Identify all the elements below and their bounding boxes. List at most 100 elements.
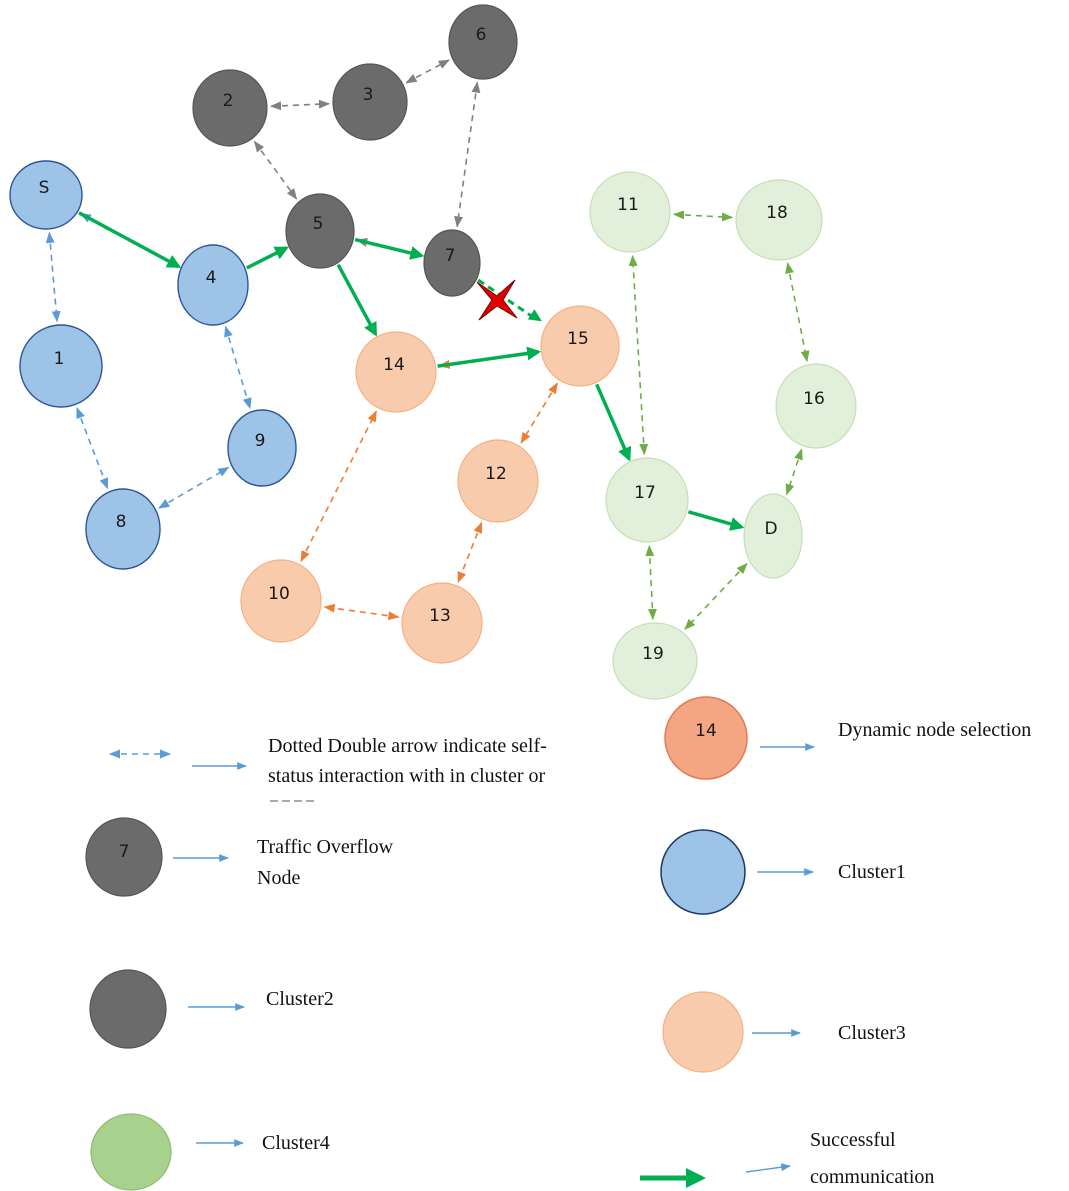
legend-success-text-line1: Successful	[810, 1129, 896, 1151]
legend: Dotted Double arrow indicate self- statu…	[85, 696, 1031, 1191]
node-D-label: D	[764, 519, 777, 539]
success-link-17-D	[687, 510, 745, 531]
legend-cluster4-text: Cluster4	[262, 1132, 330, 1154]
legend-dynamic-text: Dynamic node selection	[838, 719, 1031, 741]
legend-overflow-node-number: 7	[119, 842, 130, 862]
dotted-link-16-D	[785, 448, 803, 496]
legend-successful-communication: Successful communication	[640, 1129, 934, 1188]
legend-cluster3: Cluster3	[662, 991, 906, 1073]
node-9-circle	[227, 409, 297, 487]
node-2: 2	[192, 69, 268, 147]
node-11: 11	[589, 171, 671, 253]
node-4: 4	[177, 244, 249, 326]
node-2-label: 2	[223, 91, 234, 111]
dotted-link-11-18	[672, 210, 734, 222]
node-1-label: 1	[54, 349, 65, 369]
legend-cluster3-text: Cluster3	[838, 1022, 906, 1044]
node-11-circle	[589, 171, 671, 253]
node-10: 10	[240, 559, 322, 643]
node-15: 15	[540, 305, 620, 387]
success-link-15-17	[595, 383, 632, 462]
node-19-label: 19	[642, 644, 664, 664]
node-19: 19	[612, 622, 698, 700]
node-1-circle	[19, 324, 103, 408]
dotted-link-1-8	[76, 407, 109, 490]
node-18: 18	[735, 179, 823, 261]
node-2-circle	[192, 69, 268, 147]
legend-success-text-line2: communication	[810, 1166, 934, 1188]
node-19-circle	[612, 622, 698, 700]
legend-cluster1-text: Cluster1	[838, 861, 906, 883]
legend-overflow-text-line2: Node	[257, 867, 300, 889]
dotted-link-S-1	[45, 231, 61, 323]
node-6-circle	[448, 4, 518, 80]
legend-dynamic-node-number: 14	[695, 721, 717, 741]
legend-dotted-text-line1: Dotted Double arrow indicate self-	[268, 735, 547, 757]
failed-link-7-to-15	[476, 278, 543, 322]
dotted-link-2-3	[269, 99, 331, 111]
node-D: D	[743, 493, 803, 579]
node-16: 16	[775, 363, 857, 449]
node-17: 17	[605, 457, 689, 543]
node-12: 12	[457, 439, 539, 523]
success-link-14-15	[437, 346, 542, 368]
node-6: 6	[448, 4, 518, 80]
node-13-label: 13	[429, 606, 451, 626]
node-6-label: 6	[476, 25, 487, 45]
node-4-circle	[177, 244, 249, 326]
node-8-label: 8	[116, 512, 127, 532]
node-3: 3	[332, 63, 408, 141]
node-S: S	[9, 160, 83, 230]
legend-dynamic-node: 14 Dynamic node selection	[664, 696, 1031, 780]
node-4-label: 4	[206, 268, 217, 288]
dotted-link-13-10	[323, 603, 400, 621]
node-16-label: 16	[803, 389, 825, 409]
node-S-circle	[9, 160, 83, 230]
dotted-link-D-19	[684, 562, 748, 631]
node-7: 7	[423, 229, 481, 297]
legend-traffic-overflow-node: 7 Traffic Overflow Node	[85, 817, 394, 897]
legend-cluster4: Cluster4	[90, 1113, 330, 1191]
success-link-4-5	[246, 246, 289, 270]
node-8: 8	[85, 488, 161, 570]
node-14: 14	[355, 331, 437, 413]
legend-cluster2: Cluster2	[89, 969, 334, 1049]
node-1: 1	[19, 324, 103, 408]
node-3-circle	[332, 63, 408, 141]
dotted-link-4-9	[224, 325, 252, 410]
node-15-circle	[540, 305, 620, 387]
dotted-link-10-14	[300, 410, 377, 562]
node-14-label: 14	[383, 355, 405, 375]
node-17-label: 17	[634, 483, 656, 503]
dotted-link-6-7	[454, 81, 481, 228]
node-10-label: 10	[268, 584, 290, 604]
node-16-circle	[775, 363, 857, 449]
dotted-link-17-11	[628, 254, 649, 456]
node-18-label: 18	[766, 203, 788, 223]
node-11-label: 11	[617, 195, 639, 215]
node-5: 5	[285, 193, 355, 269]
node-14-circle	[355, 331, 437, 413]
dotted-link-2-5	[253, 140, 298, 200]
success-link-5-14	[336, 263, 378, 337]
failure-x-icon	[476, 279, 518, 321]
dotted-link-3-6	[405, 59, 450, 84]
node-5-label: 5	[313, 214, 324, 234]
node-13-circle	[401, 582, 483, 664]
node-5-circle	[285, 193, 355, 269]
legend-dotted-text-line2: status interaction with in cluster or	[268, 765, 545, 787]
legend-dotted-double-arrow: Dotted Double arrow indicate self- statu…	[108, 735, 547, 804]
node-12-label: 12	[485, 464, 507, 484]
node-D-circle	[743, 493, 803, 579]
dotted-link-15-12	[520, 382, 558, 444]
successful-communication-links	[78, 211, 745, 531]
node-9-label: 9	[255, 431, 266, 451]
node-12-circle	[457, 439, 539, 523]
success-link-5-7	[354, 237, 425, 260]
node-S-label: S	[39, 178, 50, 198]
legend-cluster2-text: Cluster2	[266, 988, 334, 1010]
dotted-link-8-9	[158, 466, 230, 509]
node-10-circle	[240, 559, 322, 643]
self-status-interaction-links	[45, 59, 810, 631]
